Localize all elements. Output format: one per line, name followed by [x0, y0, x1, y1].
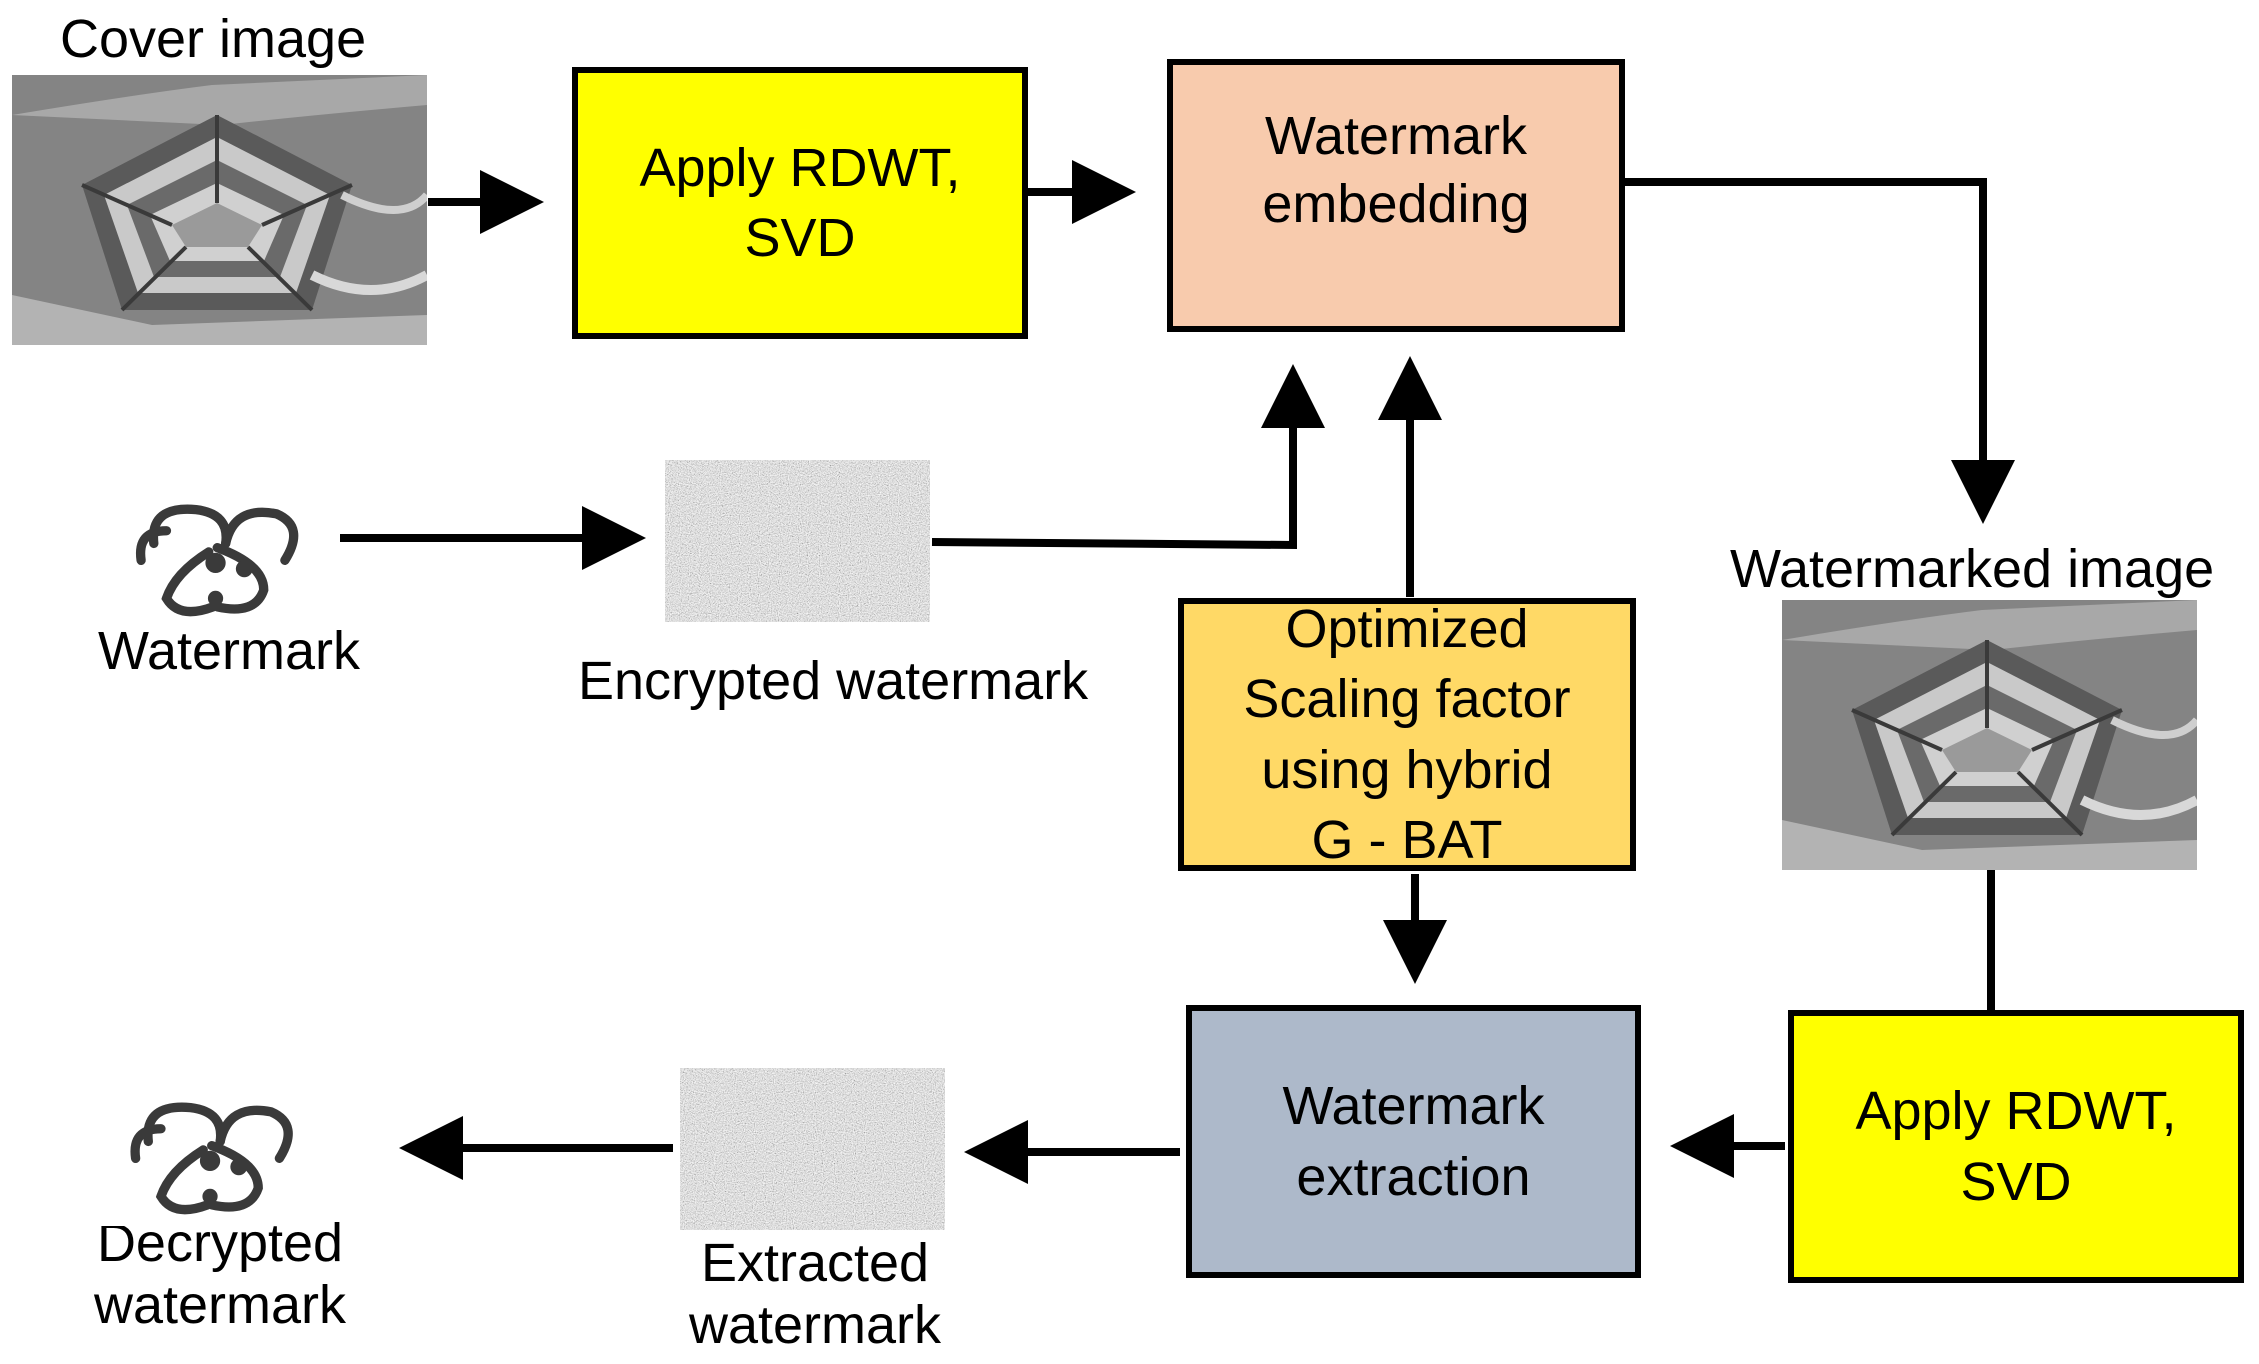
noise-pattern-icon	[680, 1068, 945, 1230]
cover-image-label: Cover image	[60, 9, 367, 69]
watermark-label: Watermark	[98, 621, 361, 681]
noise-pattern-icon	[665, 460, 930, 622]
decrypted-watermark-logo	[93, 1078, 333, 1226]
optimized-scaling-factor-box: Optimized Scaling factor using hybrid G …	[1178, 598, 1636, 871]
encrypted-watermark-label: Encrypted watermark	[578, 651, 1089, 711]
watermark-logo	[97, 480, 340, 628]
swirl-logo-icon	[93, 1078, 333, 1226]
cover-image	[12, 75, 427, 345]
apply-rdwt-svd-bottom-box: Apply RDWT, SVD	[1788, 1010, 2244, 1283]
extracted-watermark-label: Extracted watermark	[688, 1233, 942, 1356]
arrow-encrypted-to-embedding	[931, 364, 1325, 550]
decrypted-watermark-label: Decrypted watermark	[93, 1213, 347, 1336]
line-embedding-to-watermarked	[1624, 178, 2015, 524]
watermark-embedding-box: Watermark embedding	[1167, 59, 1625, 332]
watermarked-image	[1782, 600, 2197, 870]
watermarked-image-label: Watermarked image	[1730, 539, 2215, 599]
pentagon-image-icon	[12, 75, 427, 345]
apply-rdwt-svd-box: Apply RDWT, SVD	[572, 67, 1028, 339]
watermark-extraction-box: Watermark extraction	[1186, 1005, 1641, 1278]
extracted-watermark-image	[680, 1068, 945, 1230]
pentagon-image-icon	[1782, 600, 2197, 870]
swirl-logo-icon	[97, 480, 340, 628]
encrypted-watermark-image	[665, 460, 930, 622]
